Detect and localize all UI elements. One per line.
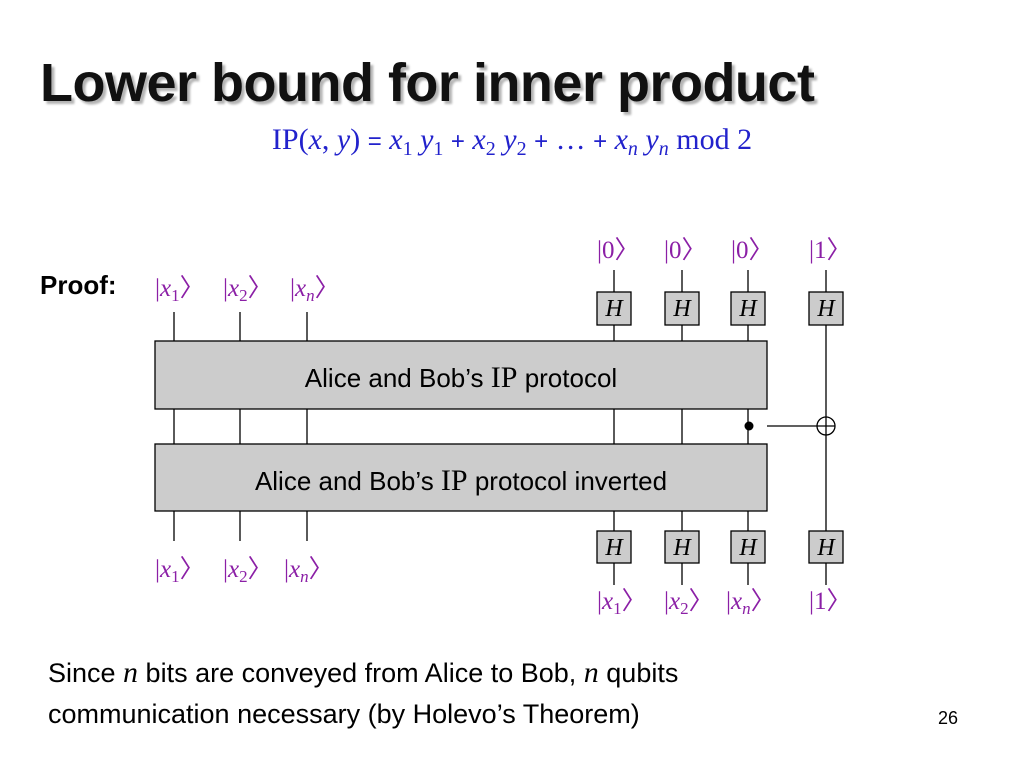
formula-var-x: x xyxy=(308,123,322,156)
formula-plus: + xyxy=(534,128,549,155)
conclusion-text: Since n bits are conveyed from Alice to … xyxy=(48,652,908,735)
formula-y2-sub: 2 xyxy=(516,138,527,160)
ket-x1-output-left: |x1〉 xyxy=(155,555,205,586)
ket-xn-output-left: |xn〉 xyxy=(284,555,334,586)
h-gate xyxy=(664,291,700,326)
conclusion-mid: bits are conveyed from Alice to Bob, xyxy=(138,658,584,688)
ket-x2-input: |x2〉 xyxy=(223,274,273,305)
h-gate-label: H xyxy=(816,296,836,322)
ket-x2-output-left: |x2〉 xyxy=(223,555,273,586)
h-gate-label: H xyxy=(816,535,836,561)
protocol-inverted-box-label: Alice and Bob’s IP protocol inverted xyxy=(255,464,667,497)
formula-yn-sub: n xyxy=(658,138,669,160)
proof-label: Proof: xyxy=(40,270,117,300)
h-gates-top: H H H H xyxy=(596,291,844,326)
conclusion-post: qubits xyxy=(598,658,679,688)
formula-x1-sub: 1 xyxy=(402,138,413,160)
formula-plus: + xyxy=(450,128,465,155)
ket-zero-1: |0〉 xyxy=(597,236,640,264)
formula-xn: x xyxy=(614,123,628,156)
conclusion-line2: communication necessary (by Holevo’s The… xyxy=(48,699,640,729)
formula-y1: y xyxy=(420,123,434,156)
formula-x2: x xyxy=(472,123,486,156)
formula-equals: = xyxy=(367,128,382,155)
h-gate xyxy=(730,291,766,326)
protocol-inverted-box xyxy=(154,443,768,512)
formula-yn: y xyxy=(645,123,659,156)
h-gate xyxy=(808,530,844,564)
h-gate-label: H xyxy=(672,296,692,322)
formula-x1: x xyxy=(389,123,403,156)
h-gate xyxy=(664,530,700,564)
h-gate-label: H xyxy=(672,535,692,561)
ket-zero-2: |0〉 xyxy=(664,236,707,264)
h-gate xyxy=(596,530,632,564)
conclusion-pre: Since xyxy=(48,658,124,688)
formula-comma: , xyxy=(321,123,337,156)
formula-ellipsis: … xyxy=(555,123,586,156)
h-gate-label: H xyxy=(604,535,624,561)
formula-xn-sub: n xyxy=(627,138,638,160)
h-gate-label: H xyxy=(738,535,758,561)
formula-y1-sub: 1 xyxy=(433,138,444,160)
h-gate xyxy=(808,291,844,326)
h-gate-label: H xyxy=(604,296,624,322)
page-number: 26 xyxy=(938,708,959,728)
formula-close-paren: ) xyxy=(350,123,361,156)
ip-formula: IP(x, y) = x1 y1 + x2 y2 + … + xn yn mod… xyxy=(0,123,1024,161)
formula-x2-sub: 2 xyxy=(485,138,496,160)
cnot-gate xyxy=(744,416,836,436)
formula-ip-label: IP( xyxy=(271,123,309,156)
ket-x1-output-right: |x1〉 xyxy=(597,587,647,618)
cnot-control-dot xyxy=(744,421,754,431)
formula-plus: + xyxy=(593,128,608,155)
ket-one-output: |1〉 xyxy=(809,587,852,615)
conclusion-var-n: n xyxy=(123,656,139,689)
h-gates-bottom: H H H H xyxy=(596,530,844,564)
input-wires xyxy=(173,312,308,541)
formula-mod: mod 2 xyxy=(676,123,753,156)
protocol-box xyxy=(154,340,768,410)
ket-xn-input: |xn〉 xyxy=(290,274,340,305)
h-gate xyxy=(730,530,766,564)
conclusion-var-n: n xyxy=(583,656,599,689)
ket-zero-3: |0〉 xyxy=(731,236,774,264)
ket-one-ancilla: |1〉 xyxy=(809,236,852,264)
h-gate xyxy=(596,291,632,326)
formula-var-y: y xyxy=(336,123,351,156)
ket-xn-output-right: |xn〉 xyxy=(726,587,776,618)
ancilla-wires xyxy=(613,270,827,585)
h-gate-label: H xyxy=(738,296,758,322)
formula-y2: y xyxy=(503,123,517,156)
slide-title: Lower bound for inner product xyxy=(40,53,815,113)
protocol-box-label: Alice and Bob’s IP protocol xyxy=(305,361,617,394)
ket-x1-input: |x1〉 xyxy=(155,274,205,305)
ket-x2-output-right: |x2〉 xyxy=(664,587,714,618)
